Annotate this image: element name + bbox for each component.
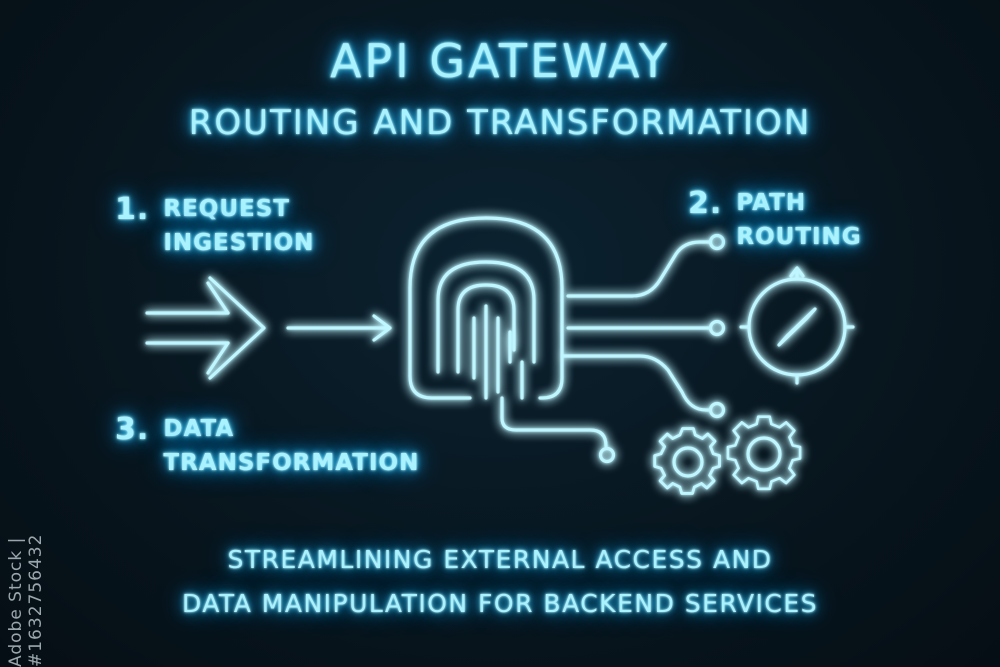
tagline: STREAMLINING EXTERNAL ACCESS AND DATA MA… bbox=[0, 538, 1000, 626]
step-label: REQUEST INGESTION bbox=[163, 192, 314, 260]
arrow-icon bbox=[286, 314, 392, 342]
gears-icon bbox=[653, 415, 802, 495]
step-label: DATA TRANSFORMATION bbox=[163, 412, 419, 480]
step-number: 1. bbox=[115, 192, 150, 227]
step-label: PATH ROUTING bbox=[736, 186, 861, 254]
step-label-line1: PATH bbox=[736, 190, 807, 216]
step-path-routing: 2. PATH ROUTING bbox=[688, 186, 862, 254]
step-number: 3. bbox=[115, 412, 150, 447]
gateway-arch-icon bbox=[408, 216, 564, 400]
tagline-line1: STREAMLINING EXTERNAL ACCESS AND bbox=[227, 545, 773, 574]
step-label-line1: REQUEST bbox=[163, 196, 290, 222]
step-label-line2: TRANSFORMATION bbox=[163, 450, 420, 476]
step-label-line1: DATA bbox=[163, 416, 235, 442]
tagline-line2: DATA MANIPULATION FOR BACKEND SERVICES bbox=[181, 589, 819, 618]
step-label-line2: ROUTING bbox=[736, 224, 862, 250]
step-label-line2: INGESTION bbox=[163, 230, 315, 256]
compass-icon bbox=[739, 266, 855, 385]
fingerprint-icon bbox=[472, 304, 524, 400]
routing-circuit bbox=[500, 233, 726, 464]
page-subtitle: ROUTING AND TRANSFORMATION bbox=[188, 103, 812, 143]
page-title: API GATEWAY bbox=[329, 34, 671, 88]
step-request-ingestion: 1. REQUEST INGESTION bbox=[115, 192, 314, 260]
double-arrow-icon bbox=[145, 276, 266, 380]
watermark: Adobe Stock | #1632756432 bbox=[6, 533, 46, 667]
step-data-transformation: 3. DATA TRANSFORMATION bbox=[115, 412, 419, 480]
step-number: 2. bbox=[688, 186, 723, 221]
